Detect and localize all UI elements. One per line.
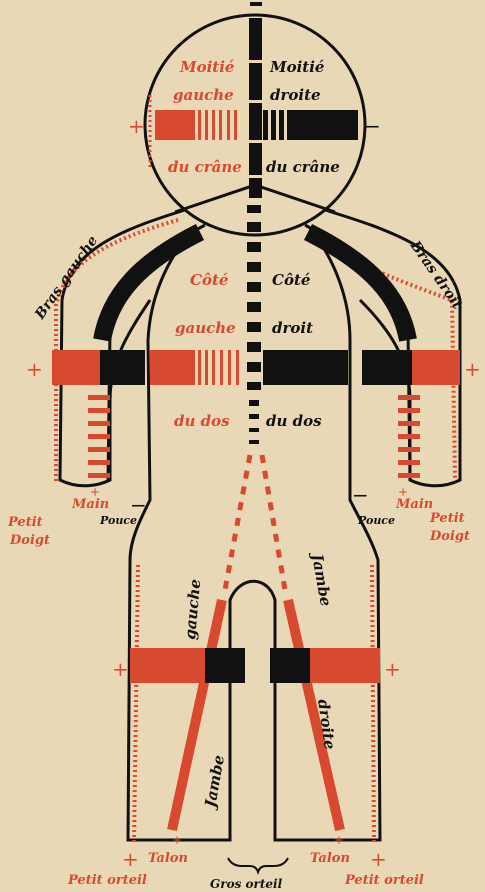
plus-sign: + <box>384 657 401 681</box>
skull-right-line2: droite <box>270 86 321 104</box>
plus-sign: + <box>112 657 129 681</box>
right-thumb-label: Pouce <box>357 514 395 527</box>
left-leg-word1: gauche <box>181 578 204 640</box>
back-left-line1: Côté <box>190 271 228 289</box>
skull-left-line2: gauche <box>173 86 234 104</box>
left-little-finger-line1: Petit <box>7 515 43 530</box>
right-hand-label: Main <box>395 497 433 512</box>
back-right-line3: du dos <box>266 412 322 430</box>
right-little-toe-label: Petit orteil <box>344 873 424 888</box>
left-arm-label: Bras gauche <box>32 233 102 323</box>
minus-sign: − <box>352 483 369 507</box>
back-left-line3: du dos <box>174 412 230 430</box>
skull-left-line1: Moitié <box>179 58 234 76</box>
right-little-finger-line2: Doigt <box>429 529 470 544</box>
big-toe-label: Gros orteil <box>210 877 283 891</box>
right-leg-word1: Jambe <box>308 550 335 608</box>
svg-text:+: + <box>334 833 344 847</box>
svg-text:+: + <box>90 485 100 499</box>
left-heel-label: Talon <box>148 851 188 866</box>
plus-sign: + <box>122 847 139 871</box>
right-heel-label: Talon <box>310 851 350 866</box>
skull-right-line3: du crâne <box>266 158 340 176</box>
big-toe-brace <box>228 858 288 872</box>
back-right-line2: droit <box>272 319 313 337</box>
plus-sign: + <box>370 847 387 871</box>
left-torso-outline <box>128 228 380 840</box>
back-left-line2: gauche <box>175 319 236 337</box>
minus-sign: − <box>364 114 381 138</box>
leg-bars <box>130 600 380 830</box>
svg-text:+: + <box>172 833 182 847</box>
svg-text:+: + <box>398 485 408 499</box>
skull-right-line1: Moitié <box>269 58 324 76</box>
left-thumb-label: Pouce <box>99 514 137 527</box>
plus-sign: + <box>26 357 43 381</box>
right-arm-label: Bras droit <box>406 237 465 312</box>
skull-left-line3: du crâne <box>168 158 242 176</box>
left-little-toe-label: Petit orteil <box>67 873 147 888</box>
left-hand-label: Main <box>71 497 109 512</box>
plus-sign: + <box>128 114 145 138</box>
right-little-finger-line1: Petit <box>429 511 465 526</box>
left-leg-word2: Jambe <box>201 754 228 812</box>
plus-sign: + <box>464 357 481 381</box>
back-right-line1: Côté <box>272 271 310 289</box>
left-little-finger-line2: Doigt <box>9 533 50 548</box>
